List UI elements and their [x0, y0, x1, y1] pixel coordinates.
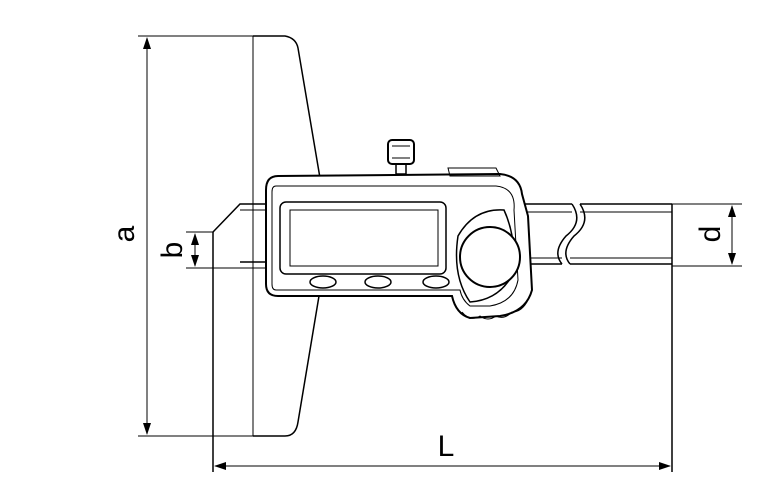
label-a: a — [108, 225, 141, 242]
button-left — [309, 275, 337, 289]
thumb-wheel — [455, 209, 521, 303]
lock-screw — [387, 139, 415, 175]
lcd-display — [279, 201, 447, 275]
dimension-b — [186, 231, 240, 269]
label-L: L — [438, 430, 455, 463]
break-symbol — [557, 203, 586, 265]
button-right — [422, 275, 450, 289]
dimension-a — [138, 35, 253, 437]
dimension-d — [672, 203, 742, 267]
label-b: b — [156, 242, 189, 259]
button-middle — [364, 275, 392, 289]
depth-base — [253, 35, 321, 437]
label-d: d — [694, 226, 727, 243]
